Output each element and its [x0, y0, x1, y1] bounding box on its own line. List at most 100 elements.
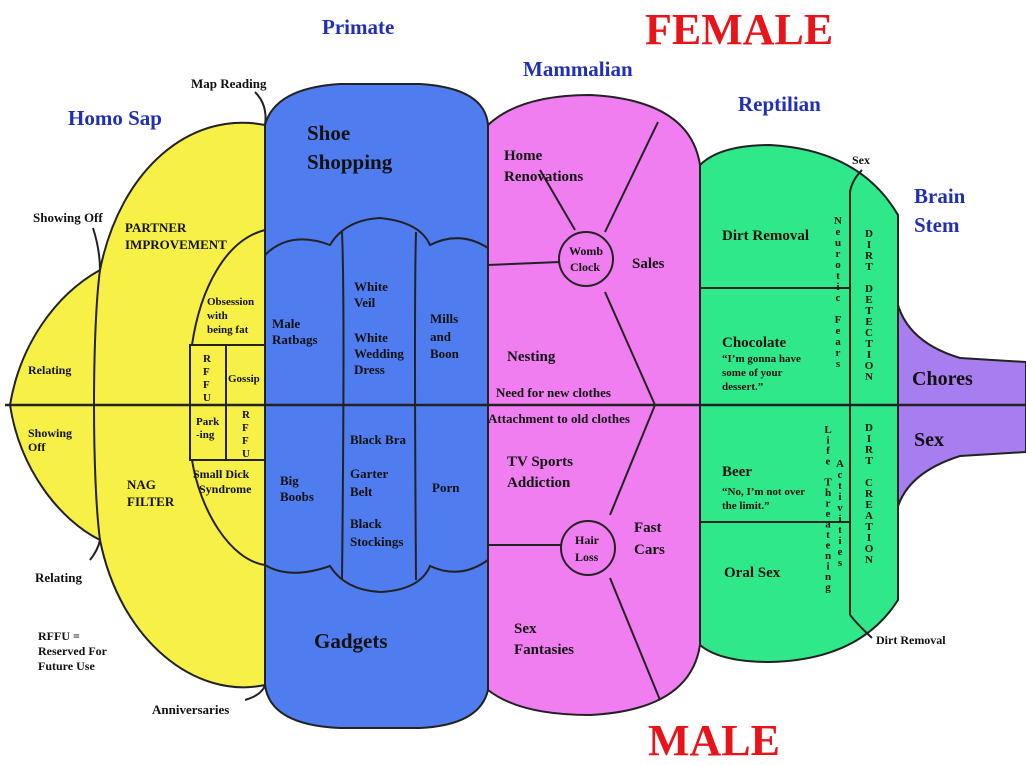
partner-improvement-2: IMPROVEMENT	[125, 237, 227, 252]
brain-stem-heading-2: Stem	[914, 213, 960, 237]
chocolate-label: Chocolate	[722, 335, 786, 351]
rffu-top-3: F	[203, 379, 210, 391]
beer-quote-2: the limit.”	[722, 500, 770, 512]
map-reading-pointer	[254, 91, 267, 126]
mammal-line-g	[609, 577, 661, 701]
male-ratbags-1: Male	[272, 316, 300, 331]
dirt-detection-vertical: DIRT DETECTION	[863, 228, 875, 382]
black-stockings-1: Black	[350, 516, 383, 531]
mammal-line-a	[487, 261, 561, 266]
black-stockings-2: Stockings	[350, 534, 403, 549]
rffu-bot-2: F	[242, 422, 249, 434]
showing-off-label-1: Showing	[28, 426, 72, 440]
showing-off-callout: Showing Off	[33, 210, 103, 225]
homo-sap-heading: Homo Sap	[68, 106, 162, 130]
need-new-clothes: Need for new clothes	[496, 385, 611, 400]
rffu-bot-4: U	[242, 448, 250, 460]
home-renovations-1: Home	[504, 148, 543, 164]
shoe-shopping-2: Shopping	[307, 150, 393, 174]
mammal-line-b	[604, 121, 659, 233]
mammalian-heading: Mammalian	[523, 57, 633, 81]
relating-callout: Relating	[35, 570, 82, 585]
dirt-removal-label: Dirt Removal	[722, 228, 809, 244]
womb-clock-1: Womb	[569, 244, 603, 258]
relating-label: Relating	[28, 363, 71, 377]
rffu-top-2: F	[203, 366, 210, 378]
reptilian-heading: Reptilian	[738, 92, 821, 116]
primate-inner-left	[341, 231, 345, 581]
hair-loss-1: Hair	[575, 533, 600, 547]
partner-improvement-1: PARTNER	[125, 220, 187, 235]
obsession-line	[191, 229, 266, 346]
brain-stem-heading-1: Brain	[914, 184, 966, 208]
rffu-top-4: U	[203, 392, 211, 404]
big-boobs-2: Boobs	[280, 489, 314, 504]
white-wedding-2: Wedding	[354, 346, 404, 361]
chocolate-quote-3: dessert.”	[722, 381, 763, 393]
primate-heading: Primate	[322, 15, 394, 39]
rffu-legend-3: Future Use	[38, 659, 95, 673]
parking-2: -ing	[196, 429, 215, 441]
fast-cars-1: Fast	[634, 520, 662, 536]
beer-label: Beer	[722, 464, 752, 480]
obsession-3: being fat	[207, 324, 249, 336]
tv-sports-1: TV Sports	[507, 454, 573, 470]
beer-quote-1: “No, I’m not over	[722, 486, 805, 498]
primate-inner-right	[414, 231, 417, 581]
big-boobs-1: Big	[280, 473, 299, 488]
mammal-line-c	[539, 169, 576, 231]
tv-sports-2: Addiction	[507, 475, 571, 491]
small-dick-2: Syndrome	[199, 482, 252, 496]
sales-label: Sales	[632, 256, 665, 272]
hair-loss-node	[560, 520, 616, 576]
rffu-bot-1: R	[242, 409, 251, 421]
rffu-bot-3: F	[242, 435, 249, 447]
sex-fantasies-1: Sex	[514, 621, 537, 637]
dirt-creation-vertical: DIRT CREATION	[863, 422, 875, 565]
activities-vertical: Activities	[834, 458, 846, 568]
female-heading: FEMALE	[645, 5, 833, 54]
home-renovations-2: Renovations	[504, 169, 583, 185]
sex-fantasies-2: Fantasies	[514, 642, 574, 658]
primate-upper-lobe	[264, 216, 489, 256]
mills-boon-2: and	[430, 329, 452, 344]
attachment-old-clothes: Attachment to old clothes	[488, 411, 630, 426]
showing-off-pointer	[92, 227, 101, 271]
map-reading-callout: Map Reading	[191, 76, 267, 91]
primate-lower-lobe	[264, 559, 489, 594]
white-veil-1: White	[354, 279, 388, 294]
chocolate-quote-2: some of your	[722, 367, 783, 379]
life-threatening-vertical: Life Threatening	[822, 424, 834, 593]
chocolate-quote-1: “I’m gonna have	[722, 353, 801, 365]
obsession-1: Obsession	[207, 296, 254, 308]
womb-clock-2: Clock	[570, 260, 600, 274]
mills-boon-1: Mills	[430, 311, 458, 326]
nag-filter-2: FILTER	[127, 494, 175, 509]
porn-label: Porn	[432, 480, 460, 495]
relating-pointer	[89, 539, 101, 561]
stem-sex-label: Sex	[914, 429, 944, 451]
garter-belt-1: Garter	[350, 466, 388, 481]
anniversaries-pointer	[244, 684, 266, 701]
white-wedding-3: Dress	[354, 362, 385, 377]
nesting-label: Nesting	[507, 349, 556, 365]
parking-1: Park	[196, 416, 220, 428]
rffu-legend-2: Reserved For	[38, 644, 108, 658]
reptilian-region	[699, 143, 899, 664]
womb-clock-node	[558, 231, 614, 287]
sex-pointer	[849, 169, 863, 193]
hair-loss-2: Loss	[575, 550, 599, 564]
mammal-line-d	[604, 291, 656, 406]
male-ratbags-2: Ratbags	[272, 332, 318, 347]
rffu-top-1: R	[203, 353, 212, 365]
oral-sex-label: Oral Sex	[724, 565, 781, 581]
showing-off-label-2: Off	[28, 440, 46, 454]
shoe-shopping-1: Shoe	[307, 121, 350, 145]
nag-filter-1: NAG	[127, 477, 156, 492]
white-veil-2: Veil	[354, 295, 376, 310]
male-heading: MALE	[648, 716, 780, 765]
chores-label: Chores	[912, 368, 973, 390]
mills-boon-3: Boon	[430, 346, 460, 361]
black-bra-label: Black Bra	[350, 432, 406, 447]
